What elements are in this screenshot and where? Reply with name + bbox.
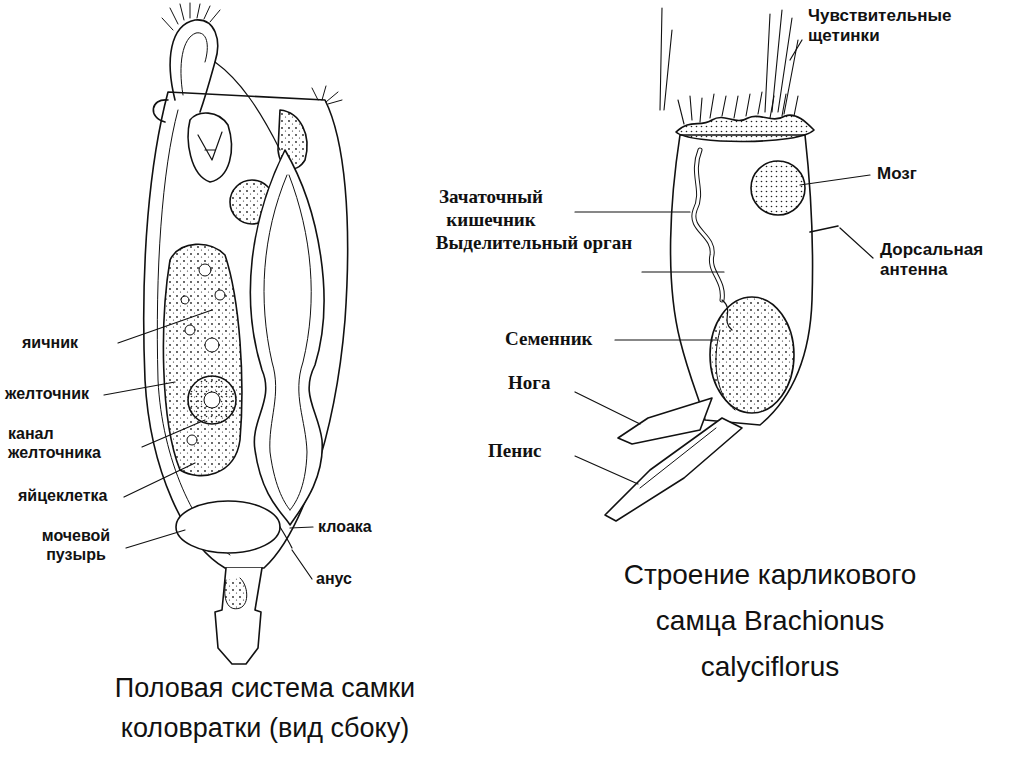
figure-caption: Половая система самки коловратки (вид сб… (75, 668, 455, 748)
part-label: клоака (318, 517, 398, 536)
testis (710, 297, 794, 413)
male-corona (676, 115, 814, 141)
pharynx (215, 62, 280, 150)
mastax (188, 113, 231, 182)
penis (605, 418, 742, 521)
part-label: желточник (5, 384, 105, 403)
dorsal-antenna (810, 226, 838, 232)
part-label: Чувствительные щетинки (808, 6, 998, 47)
female-corona (170, 20, 217, 112)
egg-cell (188, 376, 236, 424)
gut (250, 150, 324, 525)
part-label: Дорсальная антенна (880, 240, 1012, 281)
part-label: анус (316, 569, 376, 588)
part-label: Выделительный орган (432, 232, 636, 255)
part-label: Зачаточный кишечник (415, 186, 567, 232)
cloaca (280, 527, 292, 548)
female-spur (153, 100, 168, 122)
part-label: Семенник (505, 328, 609, 351)
part-label: яйцеклетка (18, 486, 123, 505)
bladder (176, 501, 280, 553)
part-label: Мозг (877, 164, 957, 184)
leader-lines (104, 40, 873, 579)
figure-caption: Строение карликового самца Brachionus ca… (585, 552, 955, 690)
brain (751, 161, 805, 215)
male-body (671, 135, 813, 425)
female-body (144, 92, 348, 568)
part-label: Нога (508, 372, 570, 395)
ovary (163, 244, 241, 475)
part-label: Пенис (488, 440, 568, 463)
female-foot (215, 568, 262, 664)
part-label: яичник (22, 333, 122, 352)
part-label: канал желточника (8, 424, 133, 462)
part-label: мочевой пузырь (30, 526, 122, 564)
vestigial-gut (694, 150, 723, 300)
